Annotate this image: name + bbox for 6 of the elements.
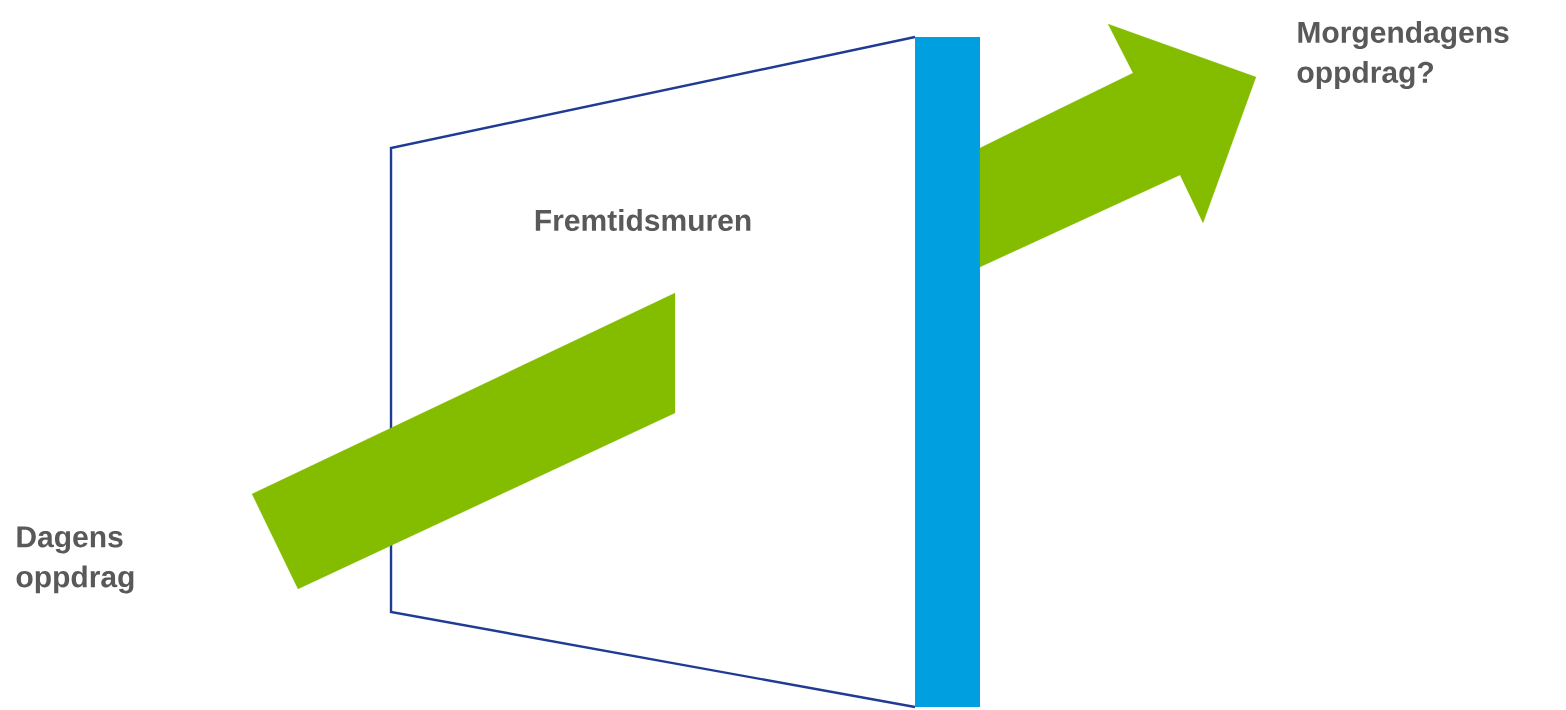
label-text: Morgendagens oppdrag? [1297,20,1509,90]
wall: Fremtidsmuren [389,35,980,709]
arrow-band [251,292,676,590]
node-label: Fremtidsmuren [535,208,751,231]
label-text: Dagens oppdrag [16,526,134,594]
arrow [979,23,1257,268]
